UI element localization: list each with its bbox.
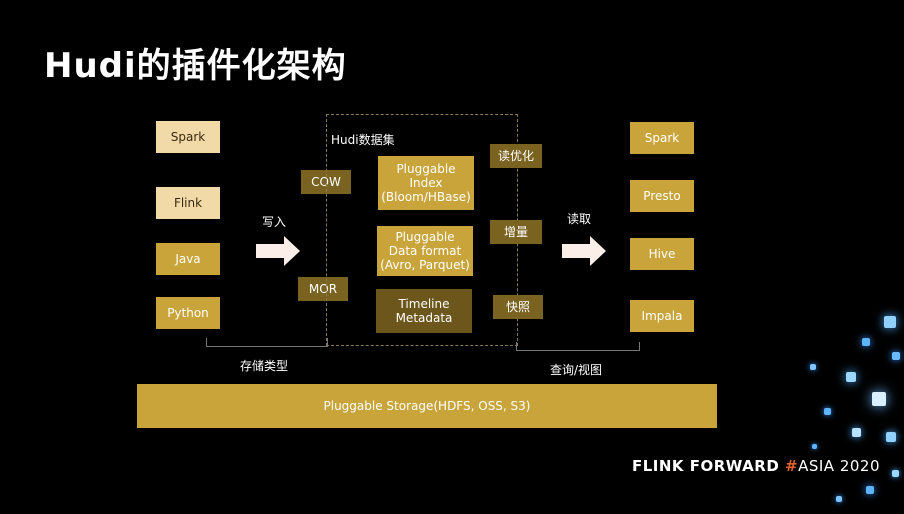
snapshot-box: 快照	[493, 295, 543, 319]
dataset-label: Hudi数据集	[331, 133, 395, 147]
read-label: 读取	[567, 212, 592, 226]
page-title: Hudi的插件化架构	[44, 46, 347, 86]
read-arrow-icon	[562, 236, 606, 266]
engine-impala: Impala	[630, 300, 694, 332]
read-optimized-box: 读优化	[490, 144, 542, 168]
query-view-caption: 查询/视图	[550, 363, 603, 377]
footer-brand: FLINK FORWARD	[631, 457, 785, 475]
pluggable-data-format-box: Pluggable Data format (Avro, Parquet)	[377, 226, 473, 276]
timeline-metadata-box: Timeline Metadata	[376, 289, 472, 333]
engine-presto: Presto	[630, 180, 694, 212]
incremental-box: 增量	[490, 220, 542, 244]
engine-spark-right: Spark	[630, 122, 694, 154]
flink-forward-logo: FLINK FORWARD #ASIA 2020	[632, 457, 880, 475]
pluggable-data-format-label: Pluggable Data format (Avro, Parquet)	[380, 230, 470, 272]
engine-hive: Hive	[630, 238, 694, 270]
engine-flink: Flink	[156, 187, 220, 219]
engine-java: Java	[156, 243, 220, 275]
engine-spark-left: Spark	[156, 121, 220, 153]
mor-box: MOR	[298, 277, 348, 301]
pluggable-index-label: Pluggable Index (Bloom/HBase)	[381, 162, 471, 204]
write-arrow-icon	[256, 236, 300, 266]
engine-python: Python	[156, 297, 220, 329]
timeline-metadata-label: Timeline Metadata	[395, 297, 453, 325]
footer-hash: #	[785, 457, 799, 475]
pluggable-index-box: Pluggable Index (Bloom/HBase)	[378, 156, 474, 210]
storage-type-caption: 存储类型	[240, 359, 289, 373]
query-view-bracket	[516, 342, 640, 351]
storage-type-bracket	[206, 338, 328, 347]
pluggable-storage-bar: Pluggable Storage(HDFS, OSS, S3)	[137, 384, 717, 428]
write-label: 写入	[262, 215, 287, 229]
footer-event: ASIA 2020	[798, 457, 880, 475]
